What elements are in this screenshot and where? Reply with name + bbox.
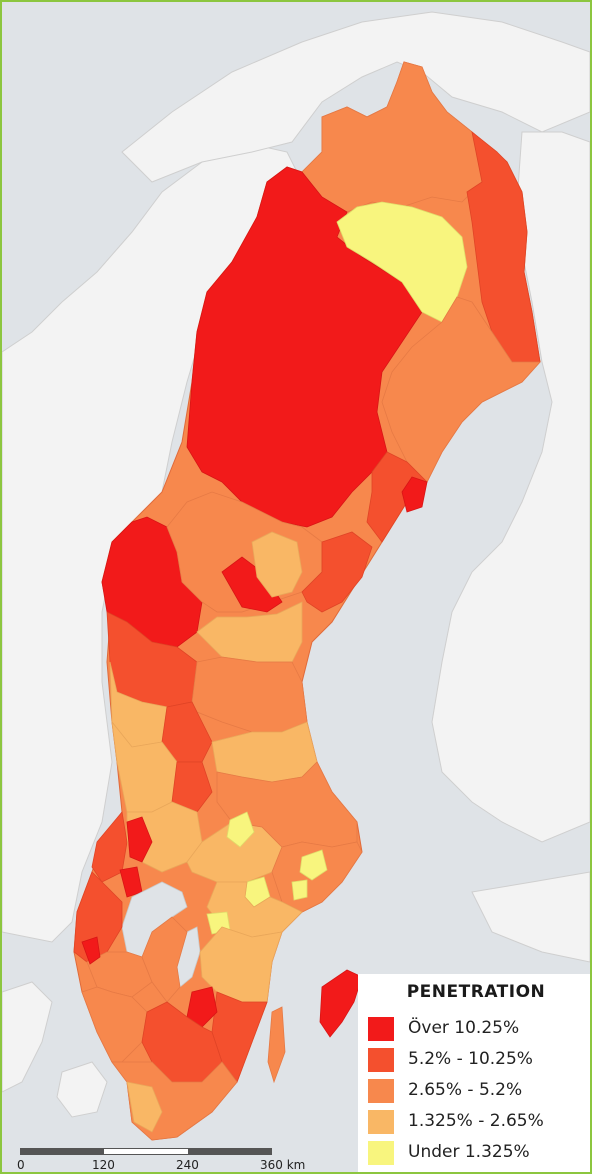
skelleftea-red [366, 451, 428, 543]
ange-red [221, 556, 283, 613]
scale-segment [20, 1148, 104, 1155]
legend-item: 1.325% - 2.65% [368, 1107, 590, 1137]
skane-light [126, 1081, 163, 1133]
legend-swatch [368, 1141, 394, 1165]
legend-item: 5.2% - 10.25% [368, 1045, 590, 1075]
gotland-island [319, 969, 363, 1038]
finland-landmass [431, 131, 590, 843]
legend-label: Över 10.25% [408, 1018, 520, 1038]
legend-label: 1.325% - 2.65% [408, 1111, 544, 1131]
halland-orange [81, 986, 148, 1063]
oland-island [267, 1006, 286, 1084]
scale-tick-label: 0 [17, 1158, 25, 1172]
scale-segment [188, 1148, 272, 1155]
northern-norway-landmass [121, 11, 590, 183]
north-coast-orange [381, 296, 541, 483]
varmland-red [126, 816, 153, 863]
vastra-red [81, 936, 101, 965]
scale-tick-label: 120 [92, 1158, 115, 1172]
legend-label: 2.65% - 5.2% [408, 1080, 523, 1100]
vasternorrland-light [251, 531, 303, 598]
denmark-landmass [2, 981, 53, 1093]
stockholm-yellow-2 [291, 879, 308, 901]
gallivare-area [336, 201, 468, 323]
yellow-mid-1 [226, 811, 255, 848]
legend-label: 5.2% - 10.25% [408, 1049, 533, 1069]
legend-swatch [368, 1110, 394, 1134]
legend-item: Under 1.325% [368, 1138, 590, 1168]
scale-tick-label: 360 km [260, 1158, 306, 1172]
ostergotland-light [199, 926, 283, 1003]
legend-item: 2.65% - 5.2% [368, 1076, 590, 1106]
legend-title: PENETRATION [406, 982, 546, 1002]
gothenburg-red [73, 871, 123, 963]
legend-label: Under 1.325% [408, 1142, 530, 1162]
legend-swatch [368, 1017, 394, 1041]
map-legend: PENETRATION Över 10.25% 5.2% - 10.25% 2.… [358, 974, 590, 1172]
legend-swatch [368, 1079, 394, 1103]
vaxjo-red [186, 986, 218, 1028]
legend-item: Över 10.25% [368, 1014, 590, 1044]
coast-small-red [401, 476, 428, 513]
legend-swatch [368, 1048, 394, 1072]
sweden-regions [73, 61, 541, 1141]
ornskoldsvik-red [301, 531, 373, 613]
zealand-landmass [56, 1061, 108, 1118]
scale-tick-label: 240 [176, 1158, 199, 1172]
stockholm-yellow [299, 849, 328, 881]
jonkoping-orange [141, 916, 188, 1003]
scale-bar: 0 120 240 360 km [17, 1148, 350, 1172]
estonia-landmass [471, 871, 590, 963]
scale-segment [104, 1148, 188, 1155]
falun-red [171, 761, 213, 813]
